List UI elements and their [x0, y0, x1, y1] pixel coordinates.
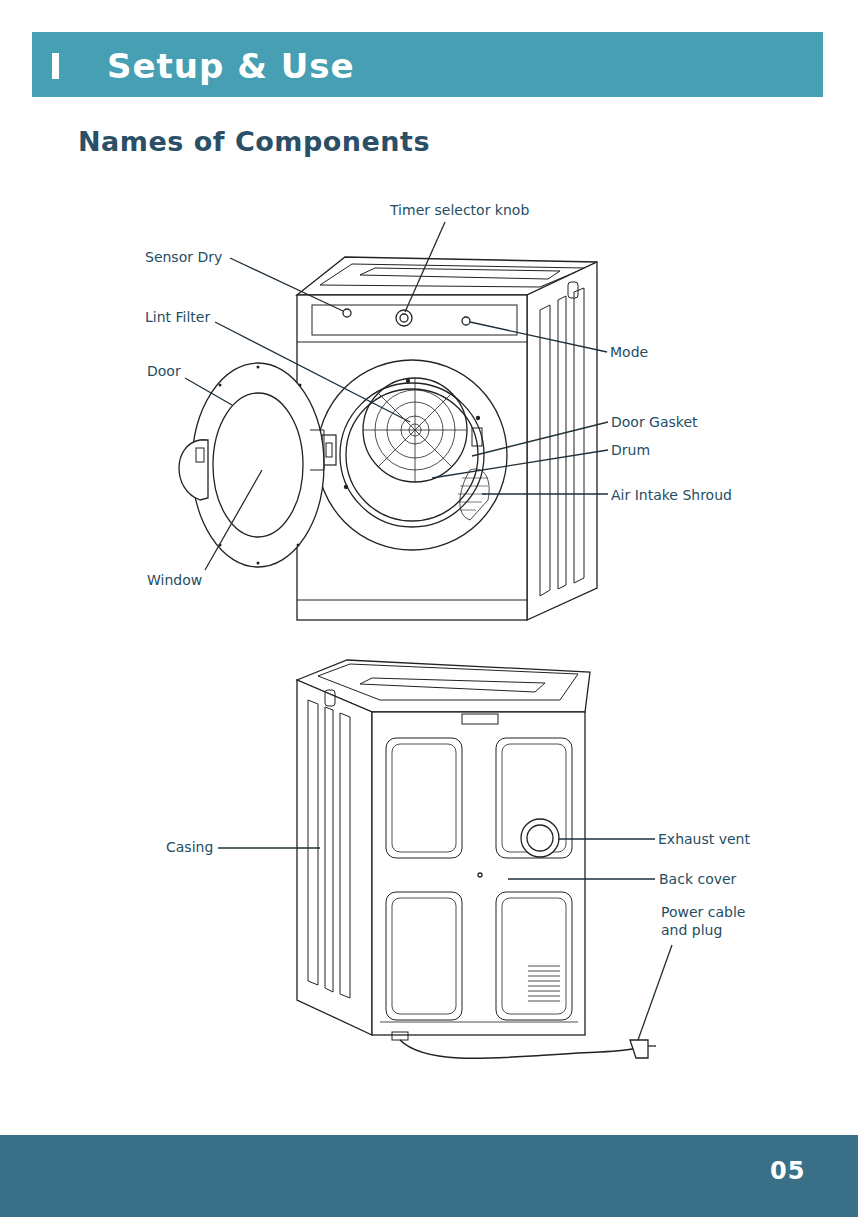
footer-band: 05: [0, 1135, 858, 1217]
header-bar: [52, 53, 59, 79]
part-label: Mode: [610, 343, 648, 361]
part-label: Window: [147, 571, 202, 589]
part-label: Sensor Dry: [145, 248, 222, 266]
part-label: Back cover: [659, 870, 736, 888]
part-label: Door: [147, 362, 181, 380]
part-label: Lint Filter: [145, 308, 210, 326]
section-heading: Setup & Use: [107, 46, 823, 86]
part-label: Door Gasket: [611, 413, 698, 431]
page-number: 05: [770, 1157, 858, 1185]
part-label: Drum: [611, 441, 650, 459]
header-band: Setup & Use: [32, 32, 823, 97]
part-label: Air Intake Shroud: [611, 486, 732, 504]
part-label: Casing: [166, 838, 213, 856]
leader-lines: [185, 222, 672, 1040]
part-label: Exhaust vent: [658, 830, 750, 848]
part-label: Power cable and plug: [661, 903, 761, 939]
part-label: Timer selector knob: [390, 201, 529, 219]
page-title: Names of Components: [78, 126, 430, 157]
dryer-front: [179, 257, 597, 620]
dryer-back: [297, 660, 656, 1058]
